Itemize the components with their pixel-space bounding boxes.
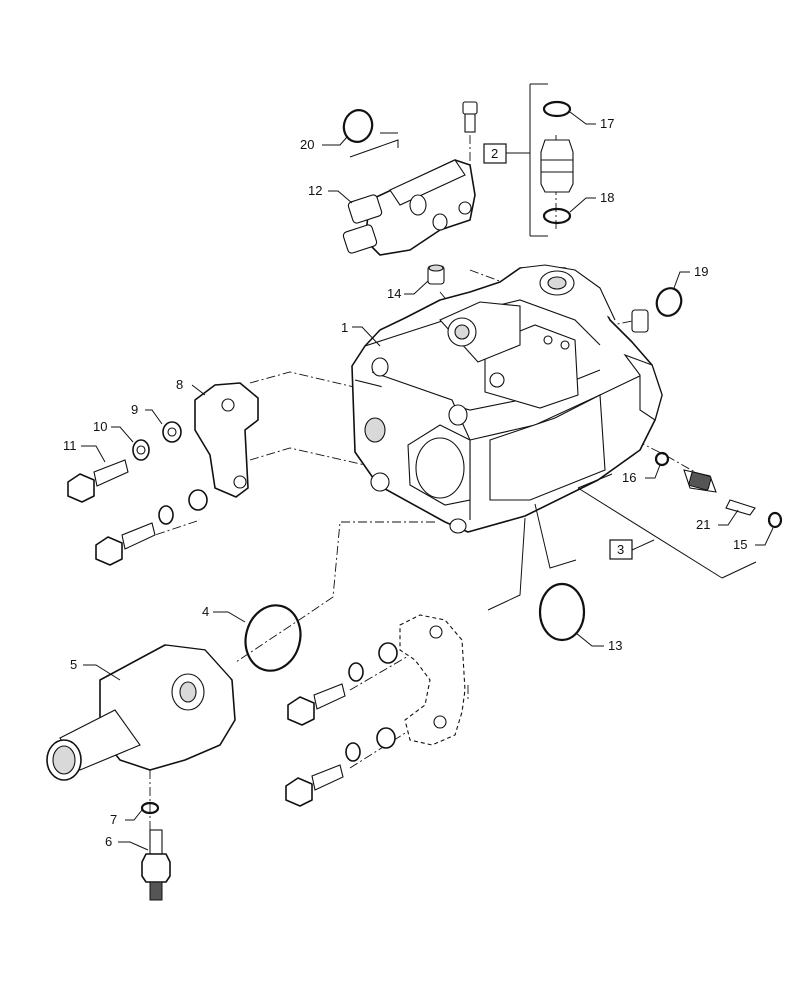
bracket-3	[577, 473, 757, 579]
callout-18: 18	[600, 190, 614, 205]
callout-17: 17	[600, 116, 614, 131]
sensor-21	[683, 469, 756, 516]
callout-7: 7	[110, 812, 117, 827]
o-ring-19	[655, 287, 683, 317]
callout-9: 9	[131, 402, 138, 417]
callout-11: 11	[63, 438, 77, 453]
callout-12: 12	[308, 183, 322, 198]
pump-body	[351, 264, 663, 534]
callout-5: 5	[70, 657, 77, 672]
callout-3: 3	[617, 542, 624, 557]
o-ring-16	[654, 451, 670, 467]
o-ring-13	[538, 582, 586, 642]
fitting	[540, 100, 574, 225]
callout-21: 21	[696, 517, 710, 532]
callout-20: 20	[300, 137, 314, 152]
bolt-d	[285, 764, 344, 807]
o-ring-7	[140, 801, 160, 815]
o-ring-15	[767, 511, 783, 529]
o-ring-4	[244, 604, 302, 672]
callout-16: 16	[622, 470, 636, 485]
callout-6: 6	[105, 834, 112, 849]
callout-1: 1	[341, 320, 348, 335]
callout-2: 2	[491, 146, 498, 161]
callout-14: 14	[387, 286, 401, 301]
callout-8: 8	[176, 377, 183, 392]
callout-19: 19	[694, 264, 708, 279]
callout-15: 15	[733, 537, 747, 552]
elbow-fitting	[46, 644, 236, 781]
bracket-2	[506, 83, 548, 237]
o-ring-20	[342, 109, 374, 143]
washer-lower-a	[158, 505, 174, 525]
callout-box-2	[483, 143, 507, 164]
split-flange-lower	[399, 614, 466, 746]
bolt-11	[67, 459, 129, 503]
washer-lower-b	[188, 489, 208, 511]
bolt-lower	[95, 522, 156, 566]
washer-f	[345, 742, 361, 762]
sensor-6	[141, 829, 171, 901]
split-flange-upper	[194, 382, 259, 498]
callout-4: 4	[202, 604, 209, 619]
plug	[427, 264, 445, 285]
bolt-c	[287, 683, 346, 726]
callout-13: 13	[608, 638, 622, 653]
valve-screw	[462, 101, 478, 133]
control-valve-block	[342, 159, 476, 256]
washer-d	[348, 662, 364, 682]
washer-c	[378, 642, 398, 664]
callout-box-3	[609, 539, 633, 560]
callout-10: 10	[93, 419, 107, 434]
washer-e	[376, 727, 396, 749]
